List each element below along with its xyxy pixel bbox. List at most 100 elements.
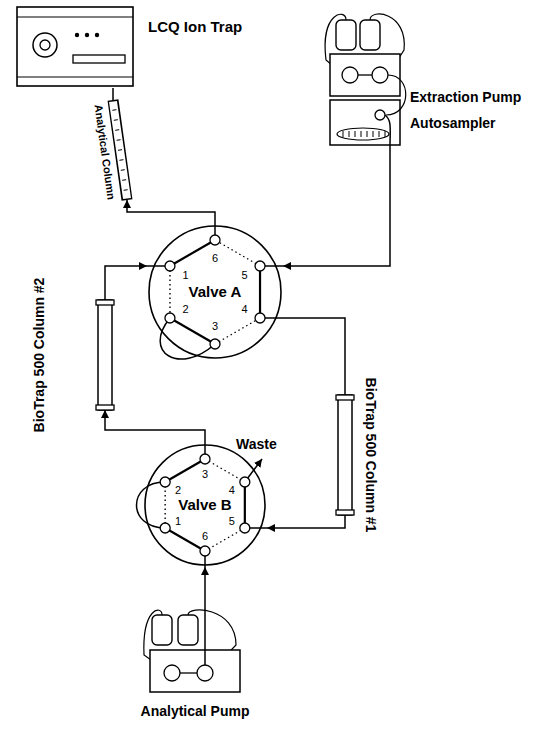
tray-vial (379, 131, 380, 137)
transfer-line (386, 75, 406, 115)
indicator-light (75, 33, 79, 37)
valve-port (160, 477, 170, 487)
case-edge (17, 17, 133, 18)
switching-valve: Valve B (143, 443, 267, 567)
pump-head (197, 665, 213, 681)
column-body (338, 395, 352, 515)
port-number: 3 (202, 468, 208, 480)
tubing-connector (204, 567, 206, 615)
node-illustration (98, 300, 112, 410)
valve-port (255, 261, 265, 271)
analytical-column: Analytical Column (95, 100, 145, 200)
valve-channel-off (205, 528, 245, 551)
pump-link (358, 74, 372, 75)
column-body (98, 300, 112, 410)
node-illustration (140, 615, 250, 695)
outlet-line (204, 615, 206, 665)
column-end (96, 405, 114, 410)
valve-channel-off (215, 240, 260, 266)
column-tick (124, 189, 128, 191)
mass-spectrometer: LCQ Ion Trap (15, 5, 135, 88)
node-label: Valve A (189, 284, 242, 301)
pump-head (164, 665, 180, 681)
port-number: 2 (175, 483, 181, 495)
valve-channel (170, 318, 215, 344)
valve-body (145, 445, 265, 565)
column-tick (114, 119, 118, 121)
instrument-case (17, 7, 133, 86)
instrument-tray (73, 55, 125, 63)
pump-head (372, 67, 388, 83)
tray-vial (343, 131, 344, 137)
solvent-bottle (152, 615, 172, 645)
tubing-connector (105, 410, 205, 443)
valve-channel (165, 459, 205, 482)
node-label: Autosampler (410, 116, 496, 131)
port-number: 4 (241, 303, 247, 315)
port-number: 1 (182, 269, 188, 281)
column-end (336, 510, 354, 515)
column-tick (112, 109, 116, 111)
tray-vial (349, 131, 350, 137)
valve-channel (165, 528, 205, 551)
pump-head (342, 67, 358, 83)
tubing-connector (283, 165, 390, 266)
valve-port (165, 261, 175, 271)
port-number: 3 (212, 320, 218, 332)
valve-port (200, 454, 210, 464)
tubing-connector (112, 88, 114, 100)
valve-port (210, 235, 220, 245)
port-number: 5 (241, 269, 247, 281)
valve-channel-off (164, 482, 165, 528)
node-illustration (338, 395, 352, 515)
trap-column: BioTrap 500 Column #1 (338, 395, 352, 515)
pump-body (150, 650, 240, 692)
column-tick (115, 129, 119, 131)
valve-channel (244, 482, 246, 528)
port-number: 5 (229, 514, 235, 526)
solvent-bottle (360, 20, 380, 50)
column-tick (117, 139, 121, 141)
column-tick (119, 159, 123, 161)
pump-link (180, 672, 197, 673)
valve-channel-off (205, 459, 245, 482)
node-illustration (15, 5, 135, 88)
indicator-light (85, 33, 89, 37)
node-label: Valve B (178, 497, 231, 514)
port-number: 2 (182, 303, 188, 315)
valve-port (210, 339, 220, 349)
valve-port (165, 313, 175, 323)
outlet-line (385, 115, 390, 165)
tray-vial (367, 131, 368, 137)
valve-port (255, 313, 265, 323)
port-number: 6 (212, 252, 218, 264)
trap-column: BioTrap 500 Column #2 (98, 300, 112, 410)
instrument-base (17, 77, 133, 78)
solvent-bottle (178, 615, 198, 645)
valve-port (160, 523, 170, 533)
node-label: BioTrap 500 Column #2 (32, 278, 47, 433)
port-number: 4 (229, 483, 235, 495)
sample-loop (160, 318, 215, 359)
tubing-connector (267, 515, 345, 528)
indicator-light (95, 33, 99, 37)
port-number: 1 (175, 514, 181, 526)
ion-source (33, 33, 57, 57)
column-tick (118, 149, 122, 151)
node-label: LCQ Ion Trap (148, 19, 242, 36)
waste-label: Waste (236, 437, 277, 452)
column-end (96, 300, 114, 305)
node-illustration (330, 20, 405, 165)
column-tick (121, 169, 125, 171)
tray-vial (361, 131, 362, 137)
pump-autosampler: Extraction PumpAutosampler (330, 20, 405, 165)
hplc-pump: Analytical Pump (140, 615, 250, 695)
valve-port (240, 523, 250, 533)
node-label: BioTrap 500 Column #1 (362, 378, 377, 533)
sample-tray (337, 128, 389, 140)
tray-vial (355, 131, 356, 137)
tray-vial (373, 131, 374, 137)
